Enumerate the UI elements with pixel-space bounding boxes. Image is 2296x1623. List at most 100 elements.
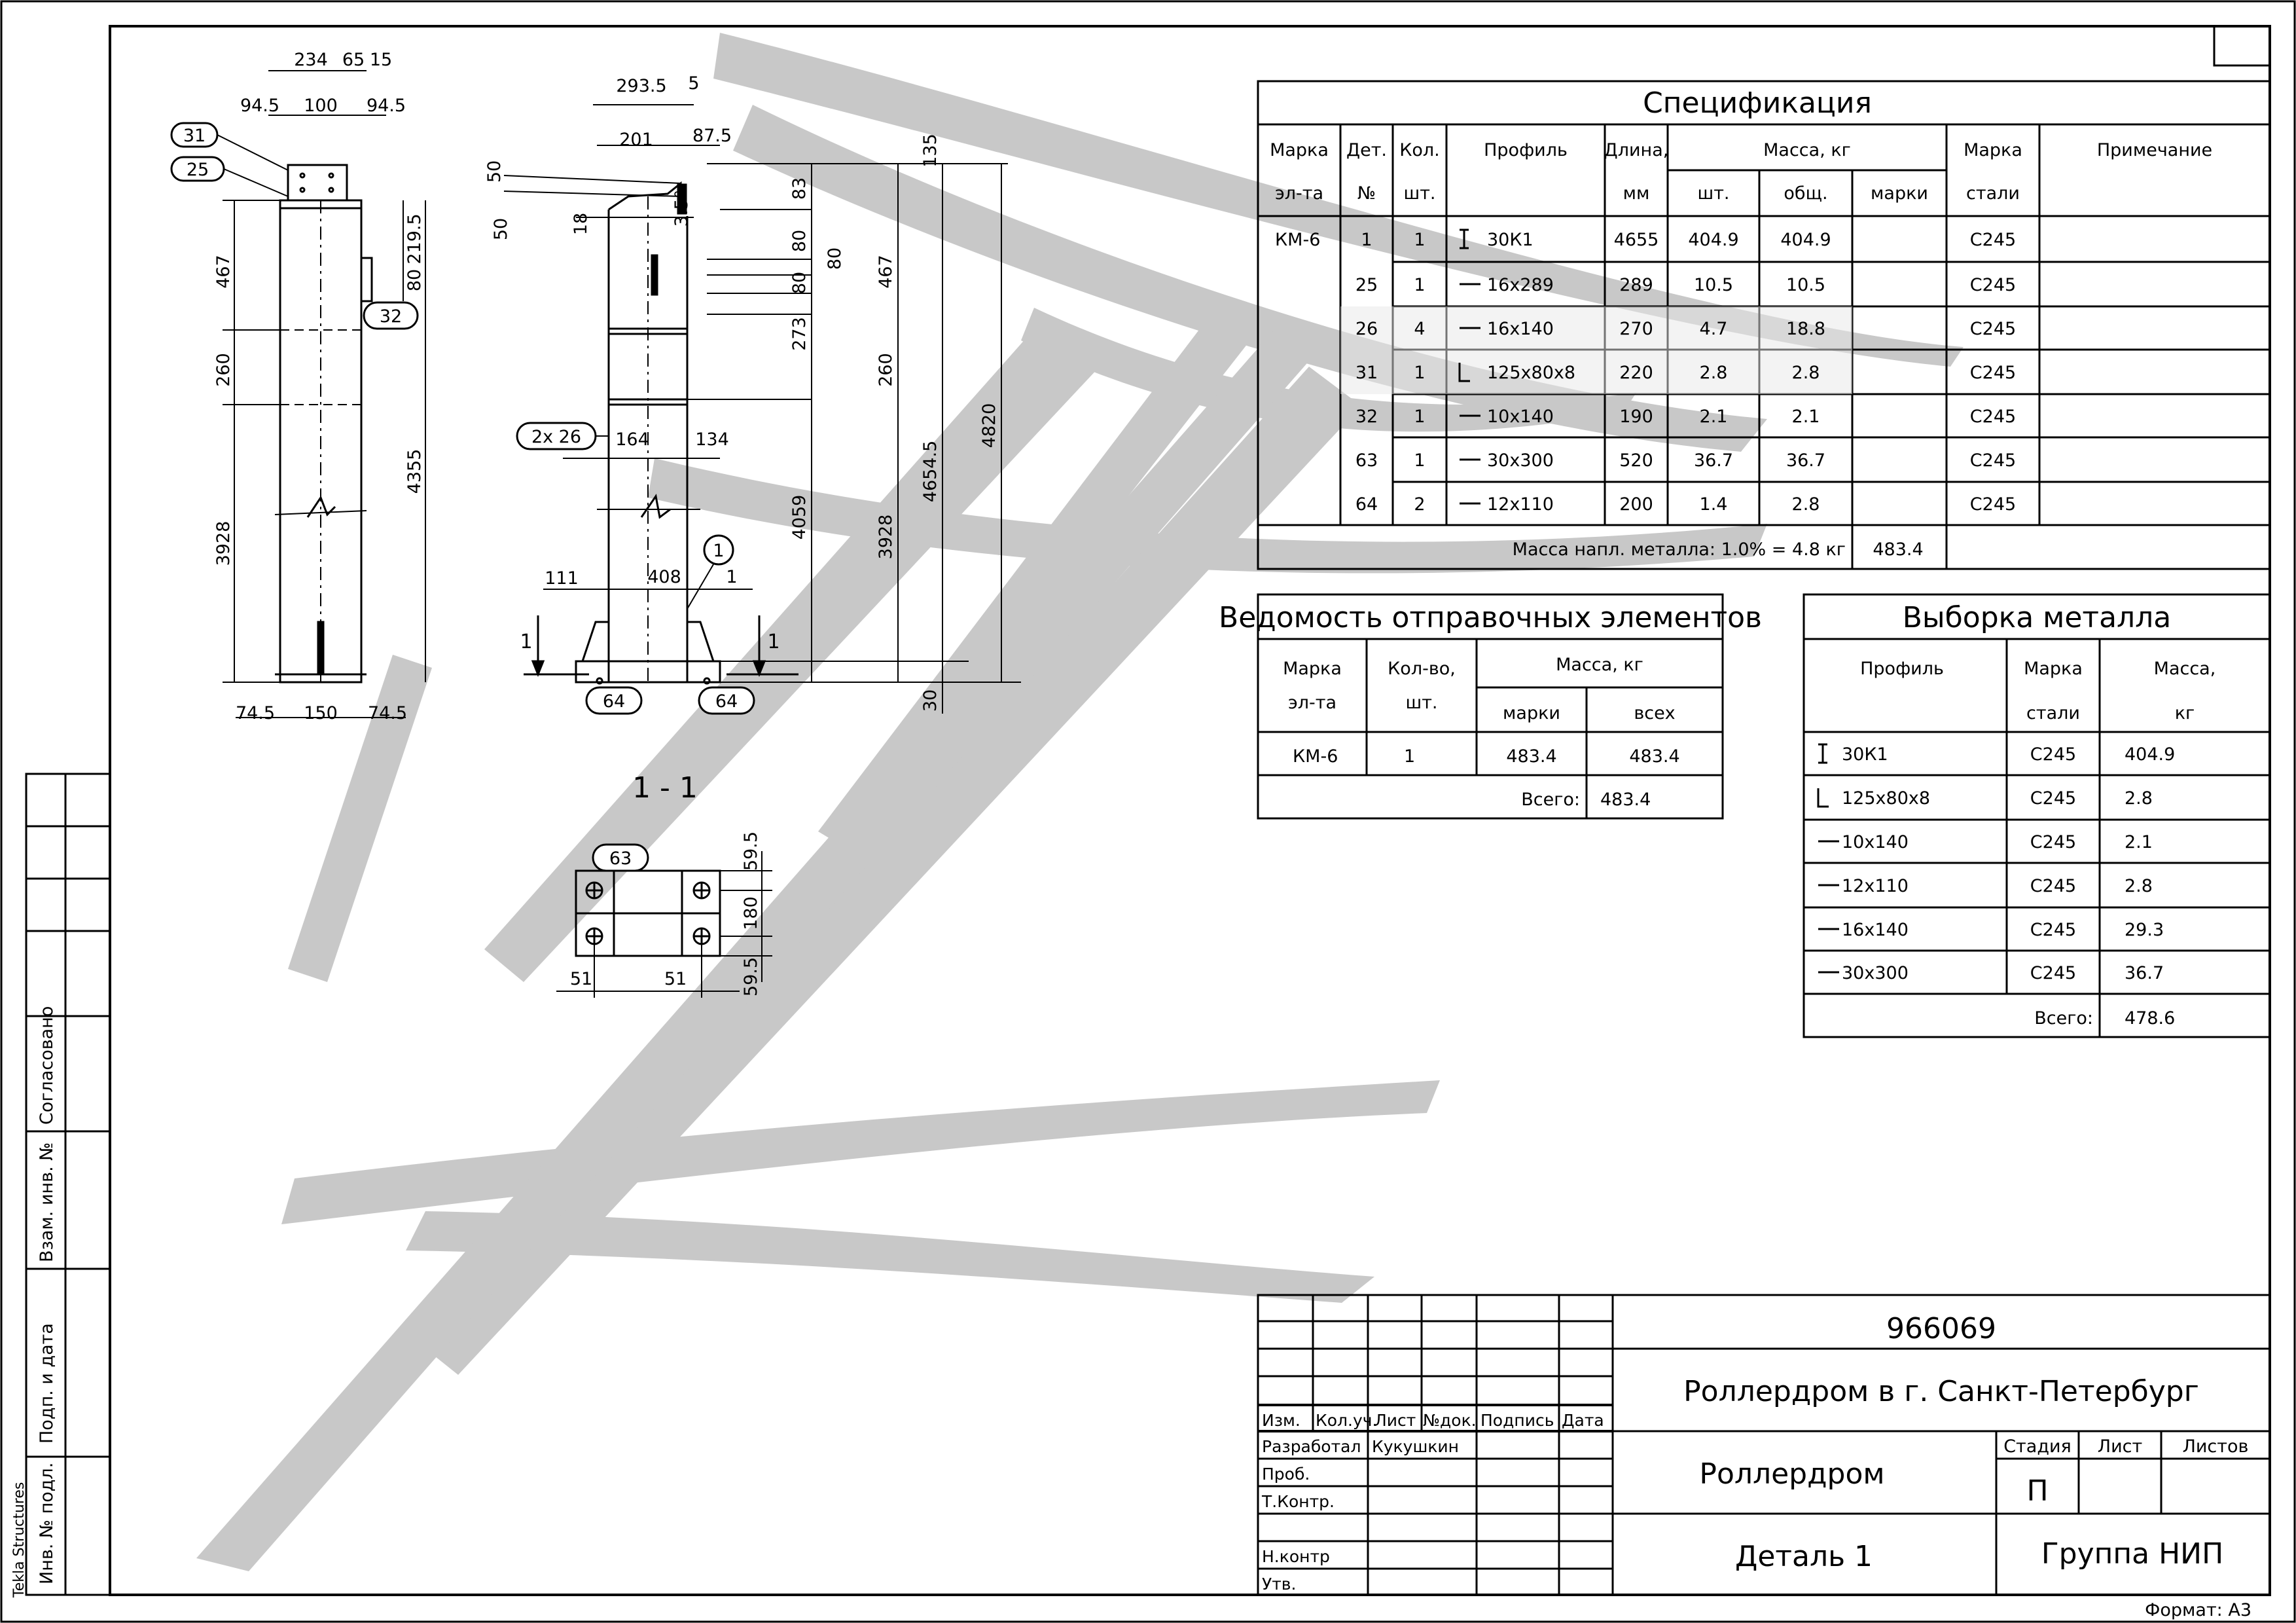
spec-cell-length: 220	[1619, 363, 1653, 383]
svg-text:Марка: Марка	[1270, 140, 1329, 160]
side-dimension-lines	[503, 104, 1021, 714]
callout-32: 32	[363, 301, 419, 330]
dim-150: 150	[304, 703, 338, 723]
sheet-name: Деталь 1	[1735, 1540, 1873, 1573]
spec-cell-qty: 1	[1414, 230, 1425, 250]
svg-text:64: 64	[603, 691, 625, 712]
dim-59-5-a: 59.5	[741, 831, 761, 871]
svg-text:Длина,: Длина,	[1604, 140, 1669, 160]
dim-18: 18	[571, 213, 591, 235]
sheets-label: Листов	[2183, 1436, 2249, 1457]
dim-80-a: 80	[404, 269, 425, 291]
dim-234: 234	[294, 50, 328, 70]
spec-cell-each: 2.1	[1700, 407, 1728, 427]
svg-text:Масса, кг: Масса, кг	[1556, 655, 1643, 675]
svg-text:Марка: Марка	[1283, 659, 1342, 679]
metal-cell-steel: С245	[2030, 832, 2076, 852]
svg-text:кг: кг	[2175, 703, 2195, 723]
svg-text:стали: стали	[2026, 703, 2080, 723]
spec-weld-value: 483.4	[1873, 539, 1923, 560]
svg-text:Утв.: Утв.	[1262, 1575, 1296, 1594]
dim-59-5-b: 59.5	[741, 957, 761, 996]
spec-cell-steel: С245	[1970, 363, 2016, 383]
metal-cell-steel: С245	[2030, 963, 2076, 983]
spec-weld-label: Масса напл. металла: 1.0% = 4.8 кг	[1513, 539, 1846, 560]
metal-cell-mass: 36.7	[2125, 963, 2164, 983]
shipping-total-value: 483.4	[1600, 790, 1651, 810]
spec-cell-profile: 16x140	[1487, 319, 1554, 339]
dim-3928-a: 3928	[213, 521, 234, 566]
svg-text:Дата: Дата	[1562, 1411, 1604, 1430]
spec-cell-length: 270	[1619, 319, 1653, 339]
spec-cell-det: 31	[1355, 363, 1378, 383]
spec-header: Марка эл-та Дет. № Кол. шт. Профиль Длин…	[1270, 140, 2212, 204]
svg-text:Кукушкин: Кукушкин	[1372, 1437, 1459, 1456]
side-label-agreed: Согласовано	[37, 1006, 57, 1125]
section-cut-label-left: 1	[520, 630, 532, 653]
title-block	[1257, 1294, 2271, 1596]
spec-cell-steel: С245	[1970, 450, 2016, 471]
spec-cell-each: 1.4	[1700, 494, 1728, 515]
dim-30: 30	[920, 689, 941, 712]
metal-header: Профиль Марка стали Масса, кг	[1860, 659, 2215, 723]
svg-text:2x 26: 2x 26	[531, 427, 581, 447]
spec-cell-steel: С245	[1970, 494, 2016, 515]
spec-cell-length: 200	[1619, 494, 1653, 515]
shipping-row: КМ-6 1 483.4 483.4	[1293, 746, 1680, 767]
svg-text:Дет.: Дет.	[1346, 140, 1387, 160]
shipping-table	[1257, 593, 1724, 820]
dim-293-5: 293.5	[616, 76, 666, 96]
project-name: Роллердром в г. Санкт-Петербург	[1683, 1375, 2199, 1408]
spec-cell-det: 32	[1355, 407, 1378, 427]
metal-row: 30x300 С245 36.7	[1818, 963, 2164, 983]
dim-94-5-a: 94.5	[240, 96, 279, 116]
spec-cell-total: 2.8	[1792, 363, 1820, 383]
spec-cell-length: 4655	[1614, 230, 1659, 250]
dim-4654-5: 4654.5	[920, 441, 941, 502]
svg-text:марки: марки	[1871, 183, 1928, 204]
spec-cell-total: 18.8	[1786, 319, 1825, 339]
section-dimension-lines	[556, 851, 772, 998]
svg-text:всех: всех	[1634, 703, 1675, 723]
column-side-view	[575, 181, 721, 685]
spec-title: Спецификация	[1643, 86, 1872, 120]
spec-cell-each: 2.8	[1700, 363, 1728, 383]
section-label: 1 - 1	[632, 771, 698, 805]
dim-51-b: 51	[664, 969, 687, 989]
spec-cell-total: 10.5	[1786, 275, 1825, 295]
svg-text:эл-та: эл-та	[1288, 693, 1336, 713]
metal-cell-profile: 30x300	[1842, 963, 1909, 983]
spec-cell-steel: С245	[1970, 319, 2016, 339]
svg-text:Разработал: Разработал	[1262, 1437, 1361, 1456]
svg-text:№: №	[1357, 183, 1376, 204]
dim-5: 5	[688, 73, 699, 94]
side-strip	[25, 773, 111, 1596]
metal-cell-steel: С245	[2030, 920, 2076, 940]
spec-cell-det: 26	[1355, 319, 1378, 339]
spec-cell-steel: С245	[1970, 275, 2016, 295]
shipping-header: Марка эл-та Кол-во, шт. Масса, кг марки …	[1283, 655, 1676, 723]
dim-1: 1	[726, 567, 737, 587]
spec-cell-total: 2.1	[1792, 407, 1820, 427]
object-name: Роллердром	[1699, 1457, 1884, 1491]
dim-51-a: 51	[570, 969, 592, 989]
spec-cell-total: 404.9	[1780, 230, 1831, 250]
svg-text:Кол.: Кол.	[1399, 140, 1440, 160]
i-beam-icon	[1818, 743, 1827, 764]
svg-text:Т.Контр.: Т.Контр.	[1261, 1492, 1335, 1511]
svg-text:шт.: шт.	[1405, 693, 1437, 713]
spec-cell-det: 63	[1355, 450, 1378, 471]
metal-cell-mass: 29.3	[2125, 920, 2164, 940]
callout-31: 31	[170, 122, 289, 171]
metal-cell-profile: 30К1	[1842, 744, 1888, 765]
side-label-inv-orig: Инв. № подл.	[37, 1463, 57, 1584]
svg-text:Подпись: Подпись	[1480, 1411, 1554, 1430]
svg-text:31: 31	[183, 126, 206, 146]
spec-cell-each: 404.9	[1688, 230, 1738, 250]
svg-text:№док.: №док.	[1423, 1411, 1477, 1430]
